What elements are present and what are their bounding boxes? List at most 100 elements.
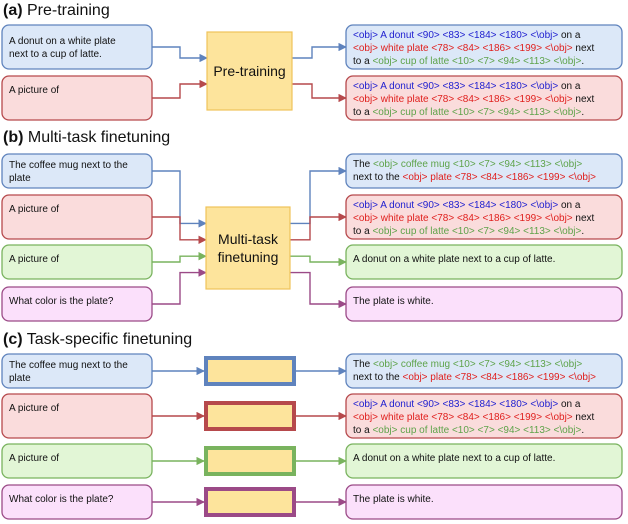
arrow-in-multitask-2	[152, 252, 207, 263]
arrow-in-multitask-0	[152, 170, 207, 228]
output-token-span: <obj> cup of latte <10> <7> <94> <113> <…	[372, 107, 581, 118]
task-model-box-2	[204, 446, 296, 476]
input-box-multitask-1	[1, 194, 153, 240]
output-token-span: .	[581, 56, 584, 67]
output-token-span: on a	[558, 30, 581, 41]
input-text: plate	[9, 373, 31, 384]
output-token-span: .	[581, 107, 584, 118]
output-token-span: next to the	[353, 372, 402, 383]
section-title-taskspecific: (c) Task-specific finetuning	[3, 331, 192, 348]
output-token-span: The	[353, 359, 373, 370]
section-titles-layer: (a) Pre-training (b) Multi-task finetunin…	[3, 2, 192, 348]
output-token-span: The plate is white.	[353, 296, 434, 307]
arrow-out-pretraining-0	[292, 42, 347, 59]
output-text: The <obj> coffee mug <10> <7> <94> <113>…	[353, 159, 582, 170]
output-token-span: to a	[353, 226, 372, 237]
output-token-span: <obj> plate <78> <84> <186> <199> <\obj>	[402, 172, 596, 183]
input-text: A picture of	[9, 453, 59, 464]
output-token-span: on a	[558, 81, 581, 92]
input-box-pretraining-1	[1, 75, 153, 121]
output-text: <obj> white plate <78> <84> <186> <199> …	[353, 412, 595, 423]
output-token-span: <obj> white plate <78> <84> <186> <199> …	[353, 94, 573, 105]
input-box-multitask-2	[1, 244, 153, 280]
output-text: to a <obj> cup of latte <10> <7> <94> <1…	[353, 56, 584, 67]
output-token-span: <obj> A donut <90> <83> <184> <180> <\ob…	[353, 81, 558, 92]
output-token-span: A donut on a white plate next to a cup o…	[353, 254, 555, 265]
task-model-box-0	[204, 356, 296, 386]
arrow-in-multitask-1	[152, 216, 207, 245]
output-token-span: next	[573, 94, 595, 105]
output-text: next to the <obj> plate <78> <84> <186> …	[353, 172, 596, 183]
output-token-span: <obj> white plate <78> <84> <186> <199> …	[353, 412, 573, 423]
output-token-span: <obj> cup of latte <10> <7> <94> <113> <…	[372, 425, 581, 436]
output-token-span: <obj> A donut <90> <83> <184> <180> <\ob…	[353, 200, 558, 211]
model-box-multitask	[205, 206, 291, 290]
input-box-taskspecific-0	[1, 353, 153, 389]
section-letter: (b)	[3, 129, 23, 146]
arrow-out-multitask-3	[290, 271, 347, 309]
output-token-span: next	[573, 213, 595, 224]
section-title-multitask: (b) Multi-task finetuning	[3, 129, 170, 146]
input-box-taskspecific-1	[1, 393, 153, 439]
arrow-out-multitask-1	[290, 212, 347, 241]
input-text: The coffee mug next to the	[9, 160, 128, 171]
input-box-taskspecific-3	[1, 484, 153, 520]
output-text: The plate is white.	[353, 296, 434, 307]
output-box-multitask-1	[345, 194, 623, 240]
output-token-span: <obj> A donut <90> <83> <184> <180> <\ob…	[353, 30, 558, 41]
output-token-span: next	[573, 43, 595, 54]
output-token-span: next to the	[353, 172, 402, 183]
input-text: next to a cup of latte.	[9, 49, 102, 60]
output-token-span: .	[581, 226, 584, 237]
input-text: plate	[9, 173, 31, 184]
output-text: <obj> A donut <90> <83> <184> <180> <\ob…	[353, 30, 581, 41]
output-text: to a <obj> cup of latte <10> <7> <94> <1…	[353, 226, 584, 237]
output-text: to a <obj> cup of latte <10> <7> <94> <1…	[353, 107, 584, 118]
input-box-multitask-0	[1, 153, 153, 189]
output-token-span: A donut on a white plate next to a cup o…	[353, 453, 555, 464]
arrow-out-pretraining-1	[292, 83, 347, 103]
arrow-out-multitask-0	[290, 166, 347, 225]
section-title-text: Pre-training	[23, 2, 110, 19]
arrow-out-multitask-2	[290, 255, 347, 267]
input-text: A picture of	[9, 204, 59, 215]
arrow-in-pretraining-1	[152, 79, 208, 99]
output-text: A donut on a white plate next to a cup o…	[353, 453, 555, 464]
output-box-pretraining-1	[345, 75, 623, 121]
output-box-taskspecific-1	[345, 393, 623, 439]
task-model-box-1	[204, 401, 296, 431]
output-box-multitask-2	[345, 244, 623, 280]
output-box-taskspecific-0	[345, 353, 623, 389]
output-token-span: <obj> coffee mug <10> <7> <94> <113> <\o…	[373, 359, 582, 370]
input-box-pretraining-0	[1, 24, 153, 70]
section-title-text: Task-specific finetuning	[23, 331, 193, 348]
output-text: <obj> white plate <78> <84> <186> <199> …	[353, 94, 595, 105]
output-token-span: to a	[353, 425, 372, 436]
output-box-pretraining-0	[345, 24, 623, 70]
output-token-span: on a	[558, 200, 581, 211]
model-box-label: Multi-task	[218, 231, 279, 247]
input-text: What color is the plate?	[9, 494, 114, 505]
input-text: A picture of	[9, 403, 59, 414]
output-box-taskspecific-2	[345, 443, 623, 479]
output-token-span: on a	[558, 399, 581, 410]
task-model-box-3	[204, 487, 296, 517]
input-text: A picture of	[9, 254, 59, 265]
output-text: <obj> white plate <78> <84> <186> <199> …	[353, 213, 595, 224]
input-box-multitask-3	[1, 286, 153, 322]
output-box-multitask-3	[345, 286, 623, 322]
section-title-pretraining: (a) Pre-training	[3, 2, 110, 19]
input-text: What color is the plate?	[9, 296, 114, 307]
output-text: <obj> A donut <90> <83> <184> <180> <\ob…	[353, 399, 581, 410]
section-letter: (c)	[3, 331, 23, 348]
arrow-in-pretraining-0	[152, 46, 208, 63]
output-token-span: <obj> cup of latte <10> <7> <94> <113> <…	[372, 56, 581, 67]
output-token-span: <obj> white plate <78> <84> <186> <199> …	[353, 43, 573, 54]
output-text: The <obj> coffee mug <10> <7> <94> <113>…	[353, 359, 582, 370]
arrow-in-multitask-3	[152, 268, 207, 305]
input-text: A picture of	[9, 85, 59, 96]
output-box-taskspecific-3	[345, 484, 623, 520]
output-token-span: <obj> coffee mug <10> <7> <94> <113> <\o…	[373, 159, 582, 170]
output-token-span: .	[581, 425, 584, 436]
